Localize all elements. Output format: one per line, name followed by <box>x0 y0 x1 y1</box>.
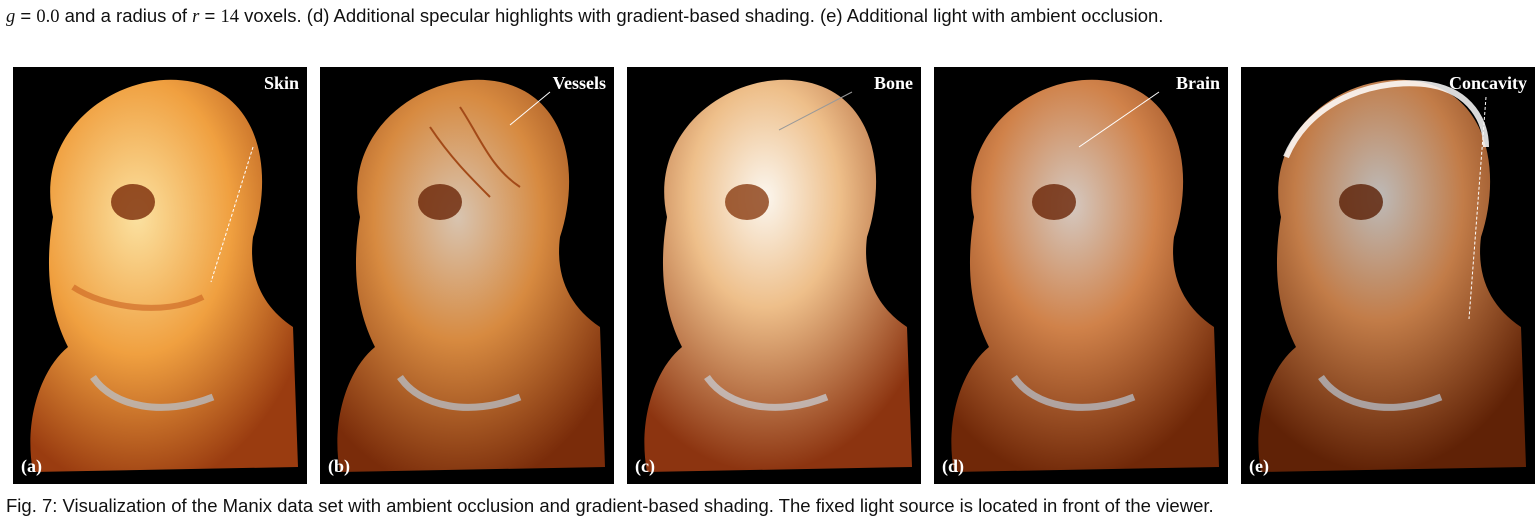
panel-e: Concavity (e) <box>1241 67 1535 484</box>
head-rendering-a <box>30 79 298 473</box>
caption-val-2: 14 <box>220 7 239 27</box>
caption-var-g: g <box>6 7 16 27</box>
caption-val-1: 0.0 <box>36 7 60 27</box>
panel-a: Skin (a) <box>13 67 307 484</box>
sublabel-c: (c) <box>635 456 655 476</box>
figure-caption-top: g = 0.0 and a radius of r = 14 voxels. (… <box>6 4 1536 29</box>
label-concavity: Concavity <box>1449 73 1527 93</box>
caption-mid: and a radius of <box>59 5 193 26</box>
sublabel-b: (b) <box>328 456 350 476</box>
panel-c: Bone (c) <box>627 67 921 484</box>
caption-rest: voxels. (d) Additional specular highligh… <box>238 5 1164 26</box>
label-vessels: Vessels <box>552 73 606 93</box>
sublabel-e: (e) <box>1249 456 1269 476</box>
caption-eq-1: = <box>15 5 37 26</box>
head-rendering-e <box>1258 79 1526 473</box>
label-brain: Brain <box>1175 73 1220 93</box>
panel-b: Vessels (b) <box>320 67 614 484</box>
head-rendering-b <box>337 79 605 473</box>
sublabel-a: (a) <box>21 456 42 476</box>
label-bone: Bone <box>873 73 913 93</box>
label-skin: Skin <box>263 73 299 93</box>
head-rendering-c <box>644 79 912 473</box>
caption-eq-2: = <box>199 5 221 26</box>
head-rendering-d <box>951 79 1219 473</box>
sublabel-d: (d) <box>942 456 964 476</box>
figure-caption-bottom: Fig. 7: Visualization of the Manix data … <box>6 495 1214 516</box>
panel-d: Brain (d) <box>934 67 1228 484</box>
caption-var-r: r <box>192 7 200 27</box>
